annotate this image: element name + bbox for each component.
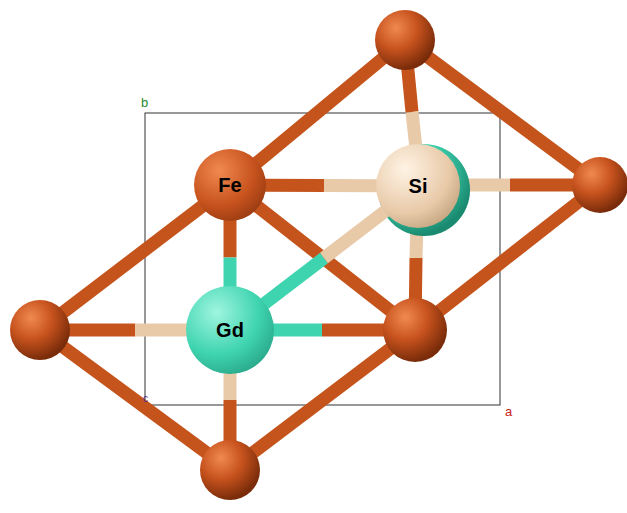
fe-bonds <box>40 40 600 470</box>
unit-cell <box>145 113 500 405</box>
gd-atom: Gd <box>186 286 274 374</box>
axis-label: c <box>143 393 148 404</box>
axis-label: b <box>141 95 148 110</box>
atom-label: Fe <box>218 174 241 197</box>
mixed-bonds <box>40 40 600 470</box>
fe-atom: Fe <box>194 149 266 221</box>
bond <box>262 209 388 306</box>
bond <box>262 185 380 187</box>
atom-label: Gd <box>216 319 244 342</box>
bond <box>230 217 231 290</box>
atom-label: Si <box>409 175 428 198</box>
si-atom: Si <box>376 144 460 228</box>
axis-label: a <box>505 404 512 419</box>
fe-atoms <box>10 10 627 500</box>
